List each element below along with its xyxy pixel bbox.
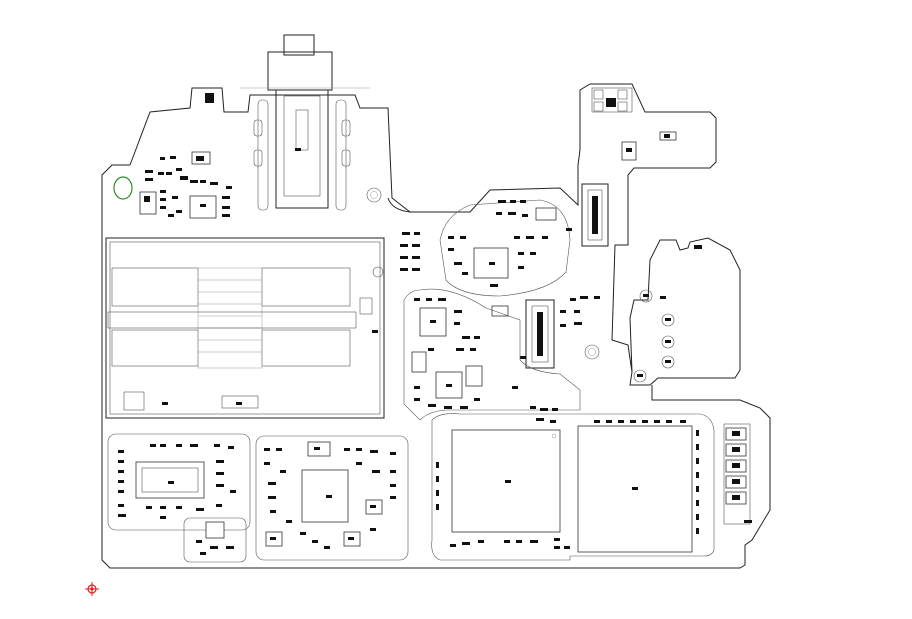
board-to-board-connector-upper[interactable]: [581, 183, 609, 247]
mounting-holes: [366, 187, 600, 360]
small-bottom-module[interactable]: [183, 517, 247, 563]
right-round-pads[interactable]: [633, 245, 702, 383]
processor-area-outline: [431, 413, 715, 561]
board-outline: [101, 83, 771, 569]
right-cluster-pads: [520, 228, 600, 359]
bottom-center-module[interactable]: [255, 435, 409, 561]
memory-chip[interactable]: [577, 425, 693, 553]
highlighted-pad[interactable]: [113, 176, 133, 200]
camera-connector-pads[interactable]: [591, 87, 677, 161]
board-to-board-connector-center[interactable]: [491, 299, 555, 369]
crosshair-icon[interactable]: [85, 582, 99, 596]
processor-chip[interactable]: [451, 429, 561, 533]
mid-left-cluster[interactable]: [403, 288, 581, 423]
mid-upper-cluster[interactable]: [400, 199, 571, 297]
top-left-component: [205, 93, 214, 103]
right-side-connector[interactable]: [723, 423, 752, 525]
upper-left-cluster[interactable]: [139, 151, 232, 219]
top-connector[interactable]: [240, 34, 370, 211]
bottom-left-module[interactable]: [107, 433, 251, 531]
sim-tray-area[interactable]: [105, 237, 385, 419]
